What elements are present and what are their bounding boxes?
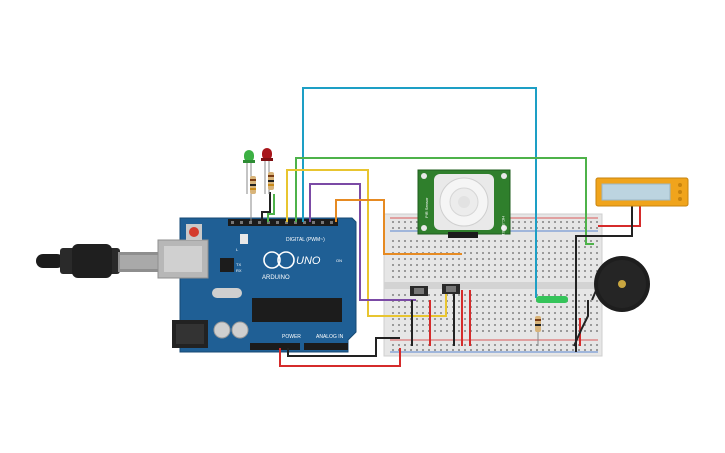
rx-label-text: RX: [236, 268, 242, 273]
digital-header-pins: [231, 221, 333, 224]
on-label-text: ON: [336, 258, 342, 263]
wire-yellow[interactable]: [286, 169, 447, 317]
resistor-icon[interactable]: [250, 172, 274, 194]
buzzer-icon[interactable]: [594, 256, 650, 312]
pir-left-label: PIR Sensor: [424, 197, 429, 218]
l-label-text: L: [236, 247, 239, 252]
analog-label-text: ANALOG IN: [316, 334, 344, 340]
resistor-breadboard-icon[interactable]: [535, 316, 541, 346]
digital-label-text: DIGITAL (PWM~): [286, 237, 325, 243]
wire-green-led[interactable]: [267, 194, 275, 222]
wire-orange[interactable]: [335, 199, 462, 255]
lcd-display-icon[interactable]: [595, 177, 689, 207]
pushbutton-1[interactable]: [410, 286, 428, 296]
usb-cable-icon[interactable]: [36, 244, 160, 278]
pushbutton-2[interactable]: [442, 284, 460, 294]
wire-blue[interactable]: [302, 87, 537, 298]
wire-black-ground[interactable]: [287, 206, 633, 357]
tx-label-text: TX: [236, 262, 241, 267]
wire-purple[interactable]: [309, 183, 416, 301]
arduino-brand-text: ARDUINO: [262, 275, 290, 281]
power-label-text: POWER: [282, 334, 301, 340]
pir-right-label: HC-SR501: [501, 216, 506, 236]
pir-sensor-icon[interactable]: PIR Sensor HC-SR501: [417, 169, 511, 238]
arduino-model-text: UNO: [296, 255, 321, 267]
arduino-uno-board[interactable]: ARDUINO UNO DIGITAL (PWM~) POWER ANALOG …: [157, 217, 357, 353]
wire-green-top[interactable]: [295, 157, 594, 245]
wire-black-led[interactable]: [261, 192, 271, 222]
photoresistor-icon[interactable]: [536, 296, 568, 303]
breadboard-icon[interactable]: [383, 213, 603, 357]
